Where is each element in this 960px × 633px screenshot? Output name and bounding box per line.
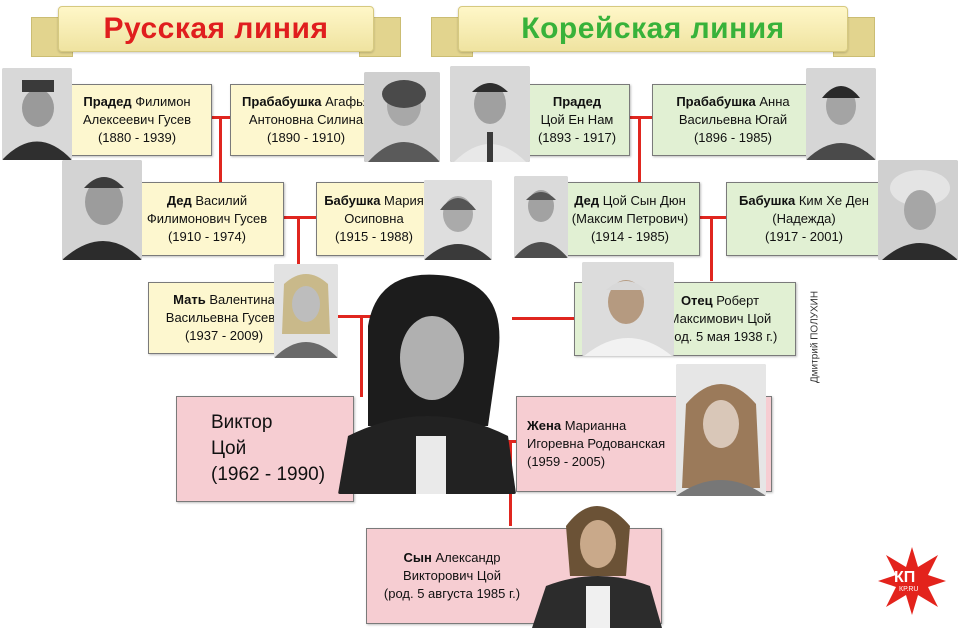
photo-credit: Дмитрий ПОЛУХИН [806,282,824,392]
years-text: (1914 - 1985) [590,229,670,244]
photo-viktor [338,266,516,494]
connector-rus-g-down [297,216,300,281]
photo-kor-great-grandmother [806,68,876,160]
role-label: Мать [173,292,206,307]
name-text: Максимович Цой [668,311,772,326]
years-text: (1917 - 2001) [764,229,844,244]
name-text: Цой [211,438,247,459]
name-text: Игоревна Родованская [527,436,666,451]
years-text: (1959 - 2005) [527,454,606,469]
card-rus-great-grandmother: Прабабушка Агафья Антоновна Силина (1890… [230,84,382,156]
card-viktor: Виктор Цой (1962 - 1990) [176,396,354,502]
korean-line-banner: Корейская линия [431,6,875,57]
logo-starburst-icon [878,547,946,615]
name-text: Марианна [564,418,627,433]
name-text: Роберт [716,293,760,308]
connector-kor-gg-down [638,116,641,182]
photo-mother [274,264,338,358]
years-text: (1893 - 1917) [537,130,617,145]
photo-credit-text: Дмитрий ПОЛУХИН [809,290,821,384]
photo-rus-great-grandfather [2,68,72,160]
russian-line-title: Русская линия [103,12,329,45]
connector-parents-down [360,315,363,397]
years-text: (род. 5 мая 1938 г.) [662,329,778,344]
name-text: Осиповна [344,211,404,226]
photo-kor-great-grandfather [450,66,530,162]
role-label: Прабабушка [676,94,756,109]
name-text: Василий [195,193,248,208]
card-rus-grandfather: Дед Василий Филимонович Гусев (1910 - 19… [130,182,284,256]
name-text: Ким Хе Ден [798,193,869,208]
photo-rus-grandfather [62,160,142,260]
korean-line-title: Корейская линия [521,12,785,45]
photo-kor-grandmother [878,160,958,260]
connector-kor-g-down [710,216,713,281]
role-label: Дед [574,193,600,208]
photo-rus-great-grandmother [364,72,440,162]
photo-son [526,486,668,628]
connector-mother-right [334,315,376,318]
photo-wife [676,364,766,496]
card-rus-great-grandfather: Прадед Филимон Алексеевич Гусев (1880 - … [62,84,212,156]
name-text: Агафья [325,94,370,109]
card-kor-great-grandfather: Прадед Цой Ен Нам (1893 - 1917) [524,84,630,156]
role-label: Сын [403,550,432,565]
name-text: Викторович Цой [403,568,501,583]
name-text: Антоновна Силина [248,112,364,127]
role-label: Бабушка [324,193,381,208]
card-kor-great-grandmother: Прабабушка Анна Васильевна Югай (1896 - … [652,84,814,156]
name-text: Валентина [209,292,275,307]
russian-line-banner: Русская линия [31,6,401,57]
card-kor-grandfather: Дед Цой Сын Дюн (Максим Петрович) (1914 … [560,182,700,256]
years-text: (род. 5 августа 1985 г.) [383,586,521,601]
years-text: (1910 - 1974) [167,229,247,244]
name-text: Филимон [135,94,191,109]
name-text: Цой Сын Дюн [602,193,686,208]
name-text: Мария [384,193,424,208]
photo-kor-grandfather [514,176,568,258]
photo-father [582,262,674,356]
kp-logo: КП КР.RU [876,545,948,617]
role-label: Жена [527,418,562,433]
name-text: Цой Ен Нам [540,112,614,127]
role-label: Дед [166,193,192,208]
logo-text: КП [894,569,916,586]
name-text: Алексеевич Гусев [83,112,191,127]
years-text: (1937 - 2009) [184,328,264,343]
name-text: Васильевна Гусева [165,310,283,325]
role-label: Бабушка [739,193,796,208]
photo-rus-grandmother [424,180,492,260]
card-rus-grandmother: Бабушка Мария Осиповна (1915 - 1988) [316,182,432,256]
name-text: Анна [759,94,790,109]
name-text: (Надежда) [772,211,836,226]
role-label: Прадед [552,94,602,109]
logo-subtext: КР.RU [899,586,919,593]
years-text: (1890 - 1910) [266,130,346,145]
years-text: (1962 - 1990) [211,464,326,485]
name-text: Александр [435,550,501,565]
connector-father-left [512,317,574,320]
years-text: (1915 - 1988) [334,229,414,244]
years-text: (1880 - 1939) [97,130,177,145]
role-label: Отец [680,293,713,308]
role-label: Прабабушка [242,94,322,109]
card-kor-grandmother: Бабушка Ким Хе Ден (Надежда) (1917 - 200… [726,182,882,256]
name-text: Виктор [211,412,273,433]
name-text: (Максим Петрович) [571,211,689,226]
name-text: Васильевна Югай [678,112,788,127]
name-text: Филимонович Гусев [146,211,268,226]
role-label: Прадед [83,94,132,109]
years-text: (1896 - 1985) [693,130,773,145]
connector-rus-gg-down [219,116,222,182]
